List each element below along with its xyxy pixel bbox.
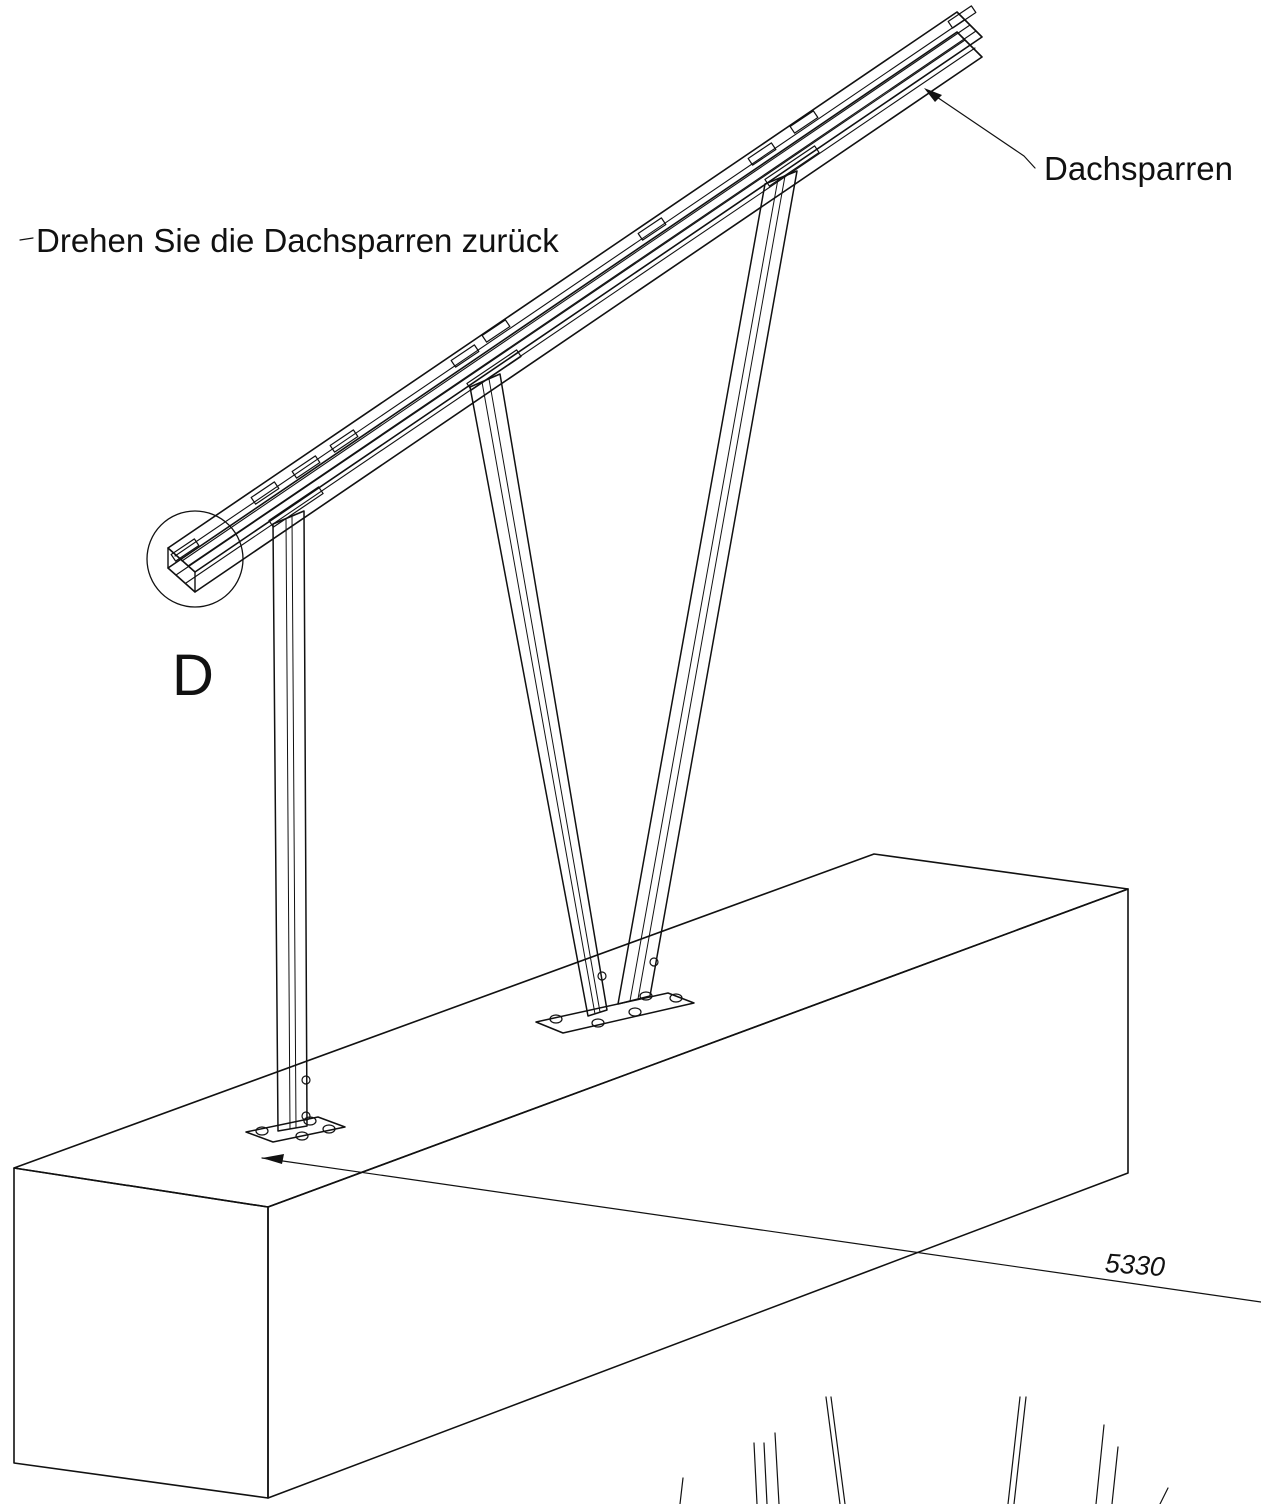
dimension-value: 5330 (1103, 1248, 1166, 1283)
rafter-clamps (170, 5, 977, 562)
leader-rafter (924, 88, 1036, 169)
front-strut-right (617, 170, 798, 1005)
detail-d-label: D (172, 643, 214, 708)
turn-rafter-instruction: Drehen Sie die Dachsparren zurück (36, 222, 559, 259)
concrete-foundation (13, 853, 1129, 1499)
dimension-line (261, 1154, 1261, 1303)
rear-post (245, 510, 346, 1143)
detail-d-circle (146, 510, 244, 608)
rear-post-base-plate (245, 1075, 346, 1143)
next-figure-partial (679, 1396, 1169, 1504)
rafter-post-brackets (268, 145, 820, 528)
foundation-front-face (13, 1167, 269, 1499)
rafter-beam (167, 5, 983, 593)
front-strut-left (469, 373, 608, 1017)
rafter-label: Dachsparren (1044, 150, 1233, 187)
foundation-side-face (267, 888, 1129, 1499)
leader-turn (19, 237, 34, 241)
dimension-arrowhead (262, 1154, 284, 1164)
front-base-plate (535, 957, 695, 1034)
